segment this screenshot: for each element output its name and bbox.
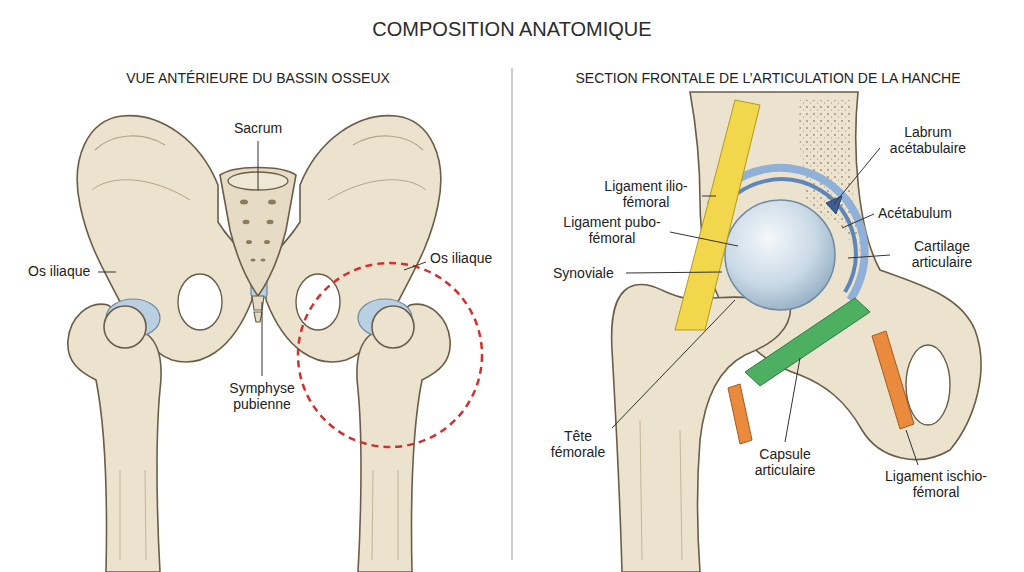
panel-divider xyxy=(512,68,513,560)
part-label: Os iliaque xyxy=(430,250,510,266)
part-label: Sacrum xyxy=(218,120,298,136)
bone-shading xyxy=(95,136,165,150)
capsule-band xyxy=(745,298,870,386)
ischiofemoral-ligament xyxy=(872,331,914,429)
ligament-band xyxy=(728,384,752,444)
sacral-foramina xyxy=(240,200,276,262)
part-label: Ligament ischio-fémoral xyxy=(876,468,996,500)
part-label: Symphyse pubienne xyxy=(217,380,307,412)
panel-heading: VUE ANTÉRIEURE DU BASSIN OSSEUX xyxy=(18,70,498,86)
part-label: Labrum acétabulaire xyxy=(878,124,978,156)
leader-lines xyxy=(98,141,426,376)
obturator-foramen xyxy=(178,274,222,330)
bone-shading xyxy=(92,180,190,200)
bone-shading xyxy=(640,420,682,560)
iliofemoral-ligament xyxy=(675,100,760,330)
femoral-head xyxy=(104,306,146,348)
part-label: Synoviale xyxy=(553,265,628,281)
diagram-title: COMPOSITION ANATOMIQUE xyxy=(0,18,1024,41)
part-label: Ligament ilio-fémoral xyxy=(594,178,699,210)
femur xyxy=(68,304,161,572)
part-label: Capsule articulaire xyxy=(740,446,830,478)
part-label: Cartilage articulaire xyxy=(895,238,990,270)
obturator-foramen xyxy=(906,345,950,425)
part-label: Acétabulum xyxy=(878,205,978,221)
part-label: Ligament pubo-fémoral xyxy=(557,214,667,246)
bone-shading xyxy=(120,470,146,560)
highlight-circle xyxy=(298,263,482,447)
panel-heading: SECTION FRONTALE DE L’ARTICULATION DE LA… xyxy=(518,70,1018,86)
femoral-head xyxy=(725,200,835,310)
part-label: Os iliaque xyxy=(28,263,108,279)
hip-bone xyxy=(77,116,252,362)
labrum xyxy=(826,196,842,214)
part-label: Tête fémorale xyxy=(541,428,616,460)
